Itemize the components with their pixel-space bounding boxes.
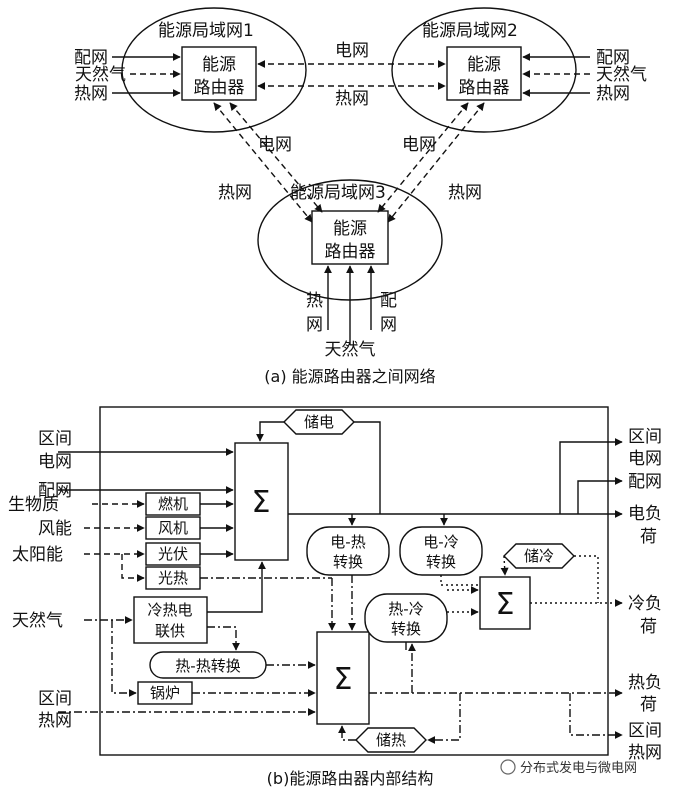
e-heat-label-1: 电-热 xyxy=(330,533,365,551)
sigma-cold: Σ xyxy=(496,587,515,622)
left-input-heat: 热网 xyxy=(74,84,108,104)
wechat-icon xyxy=(500,759,516,775)
part-a-network xyxy=(112,7,590,345)
right-qj-heat-2: 热网 xyxy=(628,743,662,763)
left-solar: 太阳能 xyxy=(12,545,63,565)
right-c-load-2: 荷 xyxy=(640,617,657,637)
right-input-dist: 配网 xyxy=(596,48,630,68)
right-qj-grid-1: 区间 xyxy=(628,427,662,447)
right-h-load-1: 热负 xyxy=(628,673,662,693)
right-input-gas: 天然气 xyxy=(596,65,647,85)
sigma-elec: Σ xyxy=(252,485,271,520)
heat-heat-label: 热-热转换 xyxy=(175,657,240,675)
chp-box xyxy=(133,596,208,644)
sigma-elec-box xyxy=(234,442,289,561)
left-diag-heat: 热网 xyxy=(218,183,252,203)
left-input-gas: 天然气 xyxy=(75,65,126,85)
storage-heat xyxy=(355,727,427,753)
caption-b: (b)能源路由器内部结构 xyxy=(267,769,434,788)
guangre-label: 光热 xyxy=(158,569,188,587)
watermark-text: 分布式发电与微电网 xyxy=(520,760,637,776)
right-qj-heat-1: 区间 xyxy=(628,721,662,741)
heat-cold-label-1: 热-冷 xyxy=(388,600,423,618)
sigma-heat-box xyxy=(316,631,370,725)
left-bio: 生物质 xyxy=(8,495,59,515)
heat-cold-label-2: 转换 xyxy=(391,620,421,638)
router-frame xyxy=(99,406,609,756)
top-link-heat: 热网 xyxy=(335,89,369,109)
right-e-load-2: 荷 xyxy=(640,527,657,547)
router3-label-1: 能源 xyxy=(333,219,367,239)
router1-label-1: 能源 xyxy=(202,55,236,75)
lan1-title: 能源局域网1 xyxy=(158,21,254,41)
top-link-grid: 电网 xyxy=(335,41,369,61)
chp-label-2: 联供 xyxy=(155,622,185,640)
part-a-labels: 能源局域网1 能源局域网2 能源局域网3 能源 路由器 能源 路由器 能源 路由… xyxy=(74,21,647,386)
caption-a: (a) 能源路由器之间网络 xyxy=(264,367,435,386)
router1-label-2: 路由器 xyxy=(194,78,245,98)
left-input-dist: 配网 xyxy=(74,48,108,68)
storage-elec-label: 储电 xyxy=(304,413,334,431)
left-dist: 配网 xyxy=(38,481,72,501)
guangfu-label: 光伏 xyxy=(158,545,188,563)
chp-label-1: 冷热电 xyxy=(147,601,192,619)
storage-cold-label: 储冷 xyxy=(524,547,554,565)
e-heat-conv xyxy=(306,526,390,576)
fengji-label: 风机 xyxy=(158,519,188,537)
watermark: 分布式发电与微电网 xyxy=(500,759,637,776)
part-b-structure xyxy=(58,406,623,756)
left-qj-heat-2: 热网 xyxy=(38,711,72,731)
router3-box xyxy=(311,210,389,265)
bottom-heat-1: 热 xyxy=(306,291,323,311)
left-qj-grid-1: 区间 xyxy=(38,429,72,449)
bottom-dist-2: 网 xyxy=(380,315,397,335)
router2-label-1: 能源 xyxy=(467,55,501,75)
router1-box xyxy=(181,46,257,101)
guolu-label: 锅炉 xyxy=(150,684,180,702)
part-b-labels: 区间 电网 配网 生物质 风能 太阳能 天然气 区间 热网 燃机 风机 光伏 光… xyxy=(8,413,662,788)
right-diag-heat: 热网 xyxy=(448,183,482,203)
left-gas: 天然气 xyxy=(12,611,63,631)
left-wind: 风能 xyxy=(38,519,72,539)
e-cold-label-2: 转换 xyxy=(426,553,456,571)
bottom-gas: 天然气 xyxy=(325,340,376,360)
right-e-load-1: 电负 xyxy=(628,504,662,524)
lan2-title: 能源局域网2 xyxy=(422,21,518,41)
bottom-heat-2: 网 xyxy=(306,315,323,335)
storage-heat-label: 储热 xyxy=(376,731,406,749)
ranji-label: 燃机 xyxy=(158,495,188,513)
left-qj-heat-1: 区间 xyxy=(38,689,72,709)
e-heat-label-2: 转换 xyxy=(333,553,363,571)
right-input-heat: 热网 xyxy=(596,84,630,104)
sigma-heat: Σ xyxy=(334,662,353,697)
router3-label-2: 路由器 xyxy=(325,242,376,262)
left-diag-grid: 电网 xyxy=(258,135,292,155)
right-diag-grid: 电网 xyxy=(402,135,436,155)
router2-label-2: 路由器 xyxy=(459,78,510,98)
e-cold-label-1: 电-冷 xyxy=(423,533,458,551)
router2-box xyxy=(446,46,522,101)
bottom-dist-1: 配 xyxy=(380,291,397,311)
right-c-load-1: 冷负 xyxy=(628,594,662,614)
right-h-load-2: 荷 xyxy=(640,695,657,715)
lan3-title: 能源局域网3 xyxy=(290,183,386,203)
right-qj-grid-2: 电网 xyxy=(628,449,662,469)
right-dist: 配网 xyxy=(628,472,662,492)
left-qj-grid-2: 电网 xyxy=(38,452,72,472)
